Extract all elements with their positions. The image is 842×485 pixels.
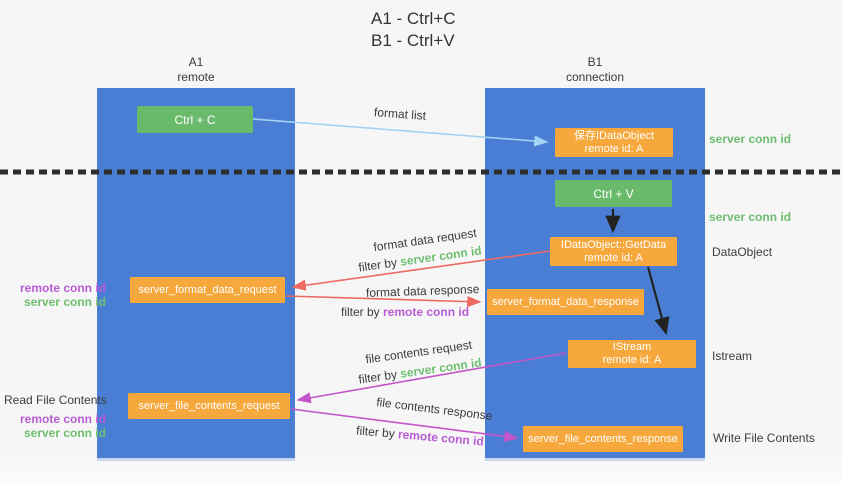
remote-conn-id-left-1-label: remote conn id (19, 281, 106, 295)
filter2-prefix: filter by (341, 305, 384, 319)
server-conn-id-right-mid-label: server conn id (709, 210, 792, 224)
idataobject-getdata-node: IDataObject::GetData remote id: A (550, 237, 677, 266)
lane-a1-title: A1 (188, 55, 204, 69)
ctrl-c-node: Ctrl + C (137, 106, 253, 133)
lane-b1-subtitle: connection (565, 70, 625, 84)
server-format-data-response-node: server_format_data_response (487, 289, 644, 315)
server-file-contents-response-node: server_file_contents_response (523, 426, 683, 452)
diagram-title: A1 - Ctrl+C B1 - Ctrl+V (371, 8, 456, 52)
lane-a1-subtitle: remote (177, 70, 215, 84)
ctrl-v-label: Ctrl + V (593, 186, 634, 201)
getdata-line2: remote id: A (584, 251, 643, 264)
server-format-data-response-label: server_format_data_response (492, 295, 639, 308)
server-conn-id-left-1-label: server conn id (23, 295, 106, 309)
server-format-data-request-node: server_format_data_request (130, 277, 285, 303)
file-contents-response-label: file contents response (375, 394, 494, 424)
getdata-line1: IDataObject::GetData (560, 238, 667, 251)
filter2-value: remote conn id (383, 305, 470, 319)
server-format-data-request-label: server_format_data_request (138, 283, 277, 296)
filter-by-remote-conn-id-label-1: filter by remote conn id (341, 305, 469, 319)
format-list-label: format list (373, 105, 427, 123)
format-data-response-label: format data response (365, 282, 480, 300)
filter-by-remote-conn-id-label-2: filter by remote conn id (356, 423, 485, 448)
left-conn-id-stack-1: remote conn id server conn id (0, 281, 106, 309)
filter4-value: remote conn id (397, 427, 485, 449)
lane-header-b1: B1 connection (485, 55, 705, 85)
istream-node: IStream remote id: A (568, 340, 696, 368)
ctrl-c-label: Ctrl + C (174, 112, 216, 127)
istream-line2: remote id: A (602, 354, 662, 366)
remote-conn-id-left-2-label: remote conn id (19, 412, 106, 426)
lane-b1-title: B1 (587, 55, 603, 69)
ctrl-v-node: Ctrl + V (555, 180, 672, 207)
save-idataobject-line1: 保存IDataObject (573, 129, 655, 142)
left-conn-id-stack-2: remote conn id server conn id (0, 412, 106, 440)
filter4-prefix: filter by (355, 423, 399, 442)
filter3-prefix: filter by (357, 366, 402, 387)
save-idataobject-line2: remote id: A (584, 142, 644, 155)
server-file-contents-request-label: server_file_contents_request (138, 399, 280, 412)
server-file-contents-response-label: server_file_contents_response (528, 432, 678, 445)
istream-line1: IStream (612, 341, 652, 353)
dataobject-label: DataObject (712, 245, 773, 259)
title-line-1: A1 - Ctrl+C (371, 9, 456, 28)
server-conn-id-right-top-label: server conn id (709, 132, 792, 146)
save-idataobject-node: 保存IDataObject remote id: A (555, 128, 673, 157)
title-line-2: B1 - Ctrl+V (371, 31, 455, 50)
lane-header-a1: A1 remote (97, 55, 295, 85)
server-file-contents-request-node: server_file_contents_request (128, 393, 290, 419)
write-file-contents-label: Write File Contents (713, 431, 815, 445)
server-conn-id-left-2-label: server conn id (23, 426, 106, 440)
read-file-contents-label: Read File Contents (4, 393, 107, 407)
istream-side-label: Istream (712, 349, 753, 363)
filter1-prefix: filter by (357, 254, 402, 275)
